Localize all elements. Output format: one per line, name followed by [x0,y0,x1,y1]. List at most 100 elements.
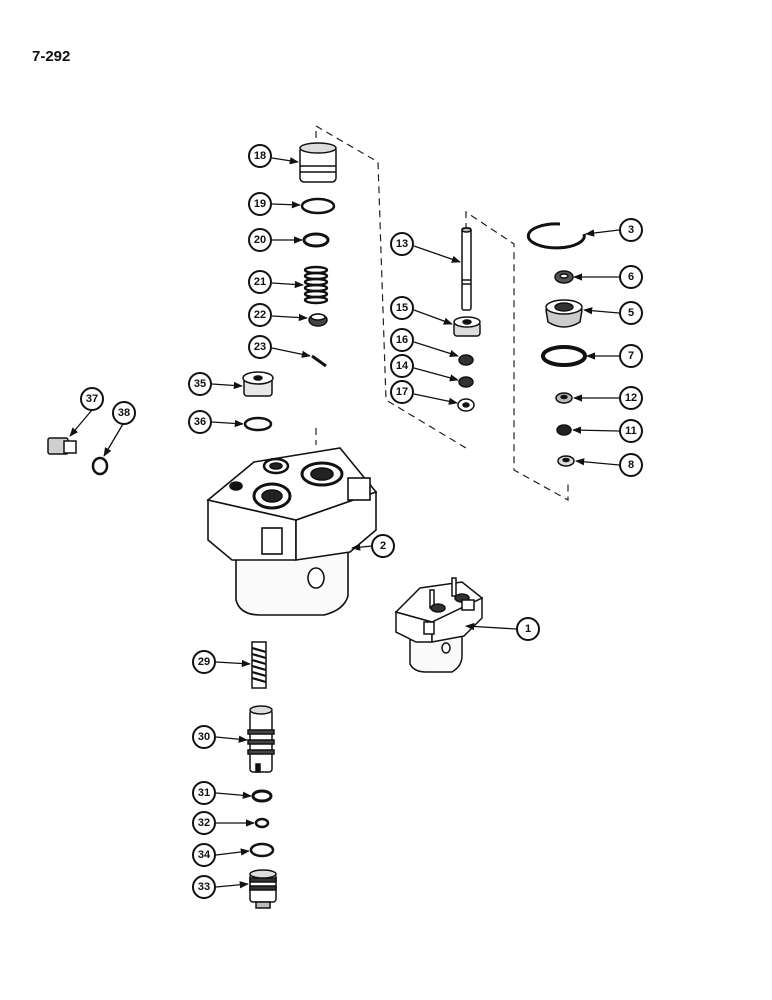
callout-30: 30 [192,725,216,749]
callout-23-label: 23 [254,341,266,353]
callout-13: 13 [390,232,414,256]
part-34-ring [249,842,275,858]
page-number: 7-292 [32,48,71,65]
callout-20: 20 [248,228,272,252]
part-12-seal [555,392,573,404]
leader-22 [271,313,308,322]
callout-1-label: 1 [525,623,531,635]
leader-2 [351,543,373,551]
part-15-collar [453,316,481,337]
callout-17: 17 [390,380,414,404]
dashed-guide-left [315,124,467,449]
callout-33-label: 33 [198,881,210,893]
callout-37-label: 37 [86,393,98,405]
part-16-seal [458,354,474,366]
callout-21-label: 21 [254,276,266,288]
part-14-seal [458,376,474,388]
part-21-spring [303,265,329,305]
part-37-fitting [47,437,77,455]
leader-1 [465,622,517,631]
callout-13-label: 13 [396,238,408,250]
leader-3 [585,229,620,237]
callout-33: 33 [192,875,216,899]
callout-3-label: 3 [628,224,634,236]
callout-8-label: 8 [628,459,634,471]
leader-17 [413,393,458,405]
part-11-seal [556,424,572,436]
callout-21: 21 [248,270,272,294]
part-1-valve-assembly [394,577,484,673]
callout-14-label: 14 [396,360,409,372]
callout-14: 14 [390,354,414,378]
leader-18 [271,157,299,165]
leader-33 [215,881,249,889]
callout-32-label: 32 [198,817,210,829]
callout-5: 5 [619,301,643,325]
part-6-nut [554,270,574,284]
leader-36 [211,419,244,428]
callouts: 18 19 20 21 22 23 35 36 37 38 13 15 16 1… [80,144,643,899]
part-31-oring [251,789,273,803]
leader-13 [413,245,461,263]
callout-17-label: 17 [396,386,408,398]
callout-20-label: 20 [254,234,266,246]
callout-29: 29 [192,650,216,674]
callout-5-label: 5 [628,307,634,319]
callout-15: 15 [390,296,414,320]
part-35-plug [242,371,274,397]
callout-29-label: 29 [198,656,210,668]
part-17-nut [457,398,475,412]
callout-19-label: 19 [254,198,266,210]
callout-37: 37 [80,387,104,411]
leader-15 [413,309,453,325]
leader-30 [215,735,248,743]
callout-30-label: 30 [198,731,210,743]
leader-23 [271,347,311,358]
leader-37 [69,409,93,437]
callout-23: 23 [248,335,272,359]
callout-2: 2 [371,534,395,558]
callout-31: 31 [192,781,216,805]
callout-11-label: 11 [625,425,637,437]
part-33-plug [249,869,277,909]
callout-31-label: 31 [198,787,210,799]
leader-29 [215,659,251,668]
callout-7-label: 7 [628,350,634,362]
part-29-spring [251,641,267,689]
callout-38: 38 [112,401,136,425]
part-5-cap [545,299,583,328]
leader-34 [215,848,250,856]
callout-32: 32 [192,811,216,835]
callout-1: 1 [516,617,540,641]
callout-38-label: 38 [118,407,130,419]
dashed-guide-right [465,210,569,502]
leader-38 [103,423,124,457]
callout-6-label: 6 [628,271,634,283]
callout-8: 8 [619,453,643,477]
part-22-cap [308,313,328,327]
part-3-snap-ring [526,222,586,250]
part-19-ring [300,197,336,215]
callout-36: 36 [188,410,212,434]
leader-lines [69,157,620,889]
callout-35: 35 [188,372,212,396]
leader-31 [215,791,252,799]
part-13-stem [461,227,472,311]
callout-36-label: 36 [194,416,206,428]
leader-19 [271,201,301,209]
leader-14 [413,367,459,382]
part-38-washer [91,456,109,476]
callout-12: 12 [619,386,643,410]
part-7-oring [541,345,587,367]
leader-11 [572,426,620,434]
leader-21 [271,280,304,289]
leader-8 [575,458,620,466]
callout-22: 22 [248,303,272,327]
leader-35 [211,381,243,390]
leader-5 [583,307,620,315]
callout-18: 18 [248,144,272,168]
callout-16: 16 [390,328,414,352]
part-36-ring [243,416,273,432]
leader-16 [413,341,459,357]
